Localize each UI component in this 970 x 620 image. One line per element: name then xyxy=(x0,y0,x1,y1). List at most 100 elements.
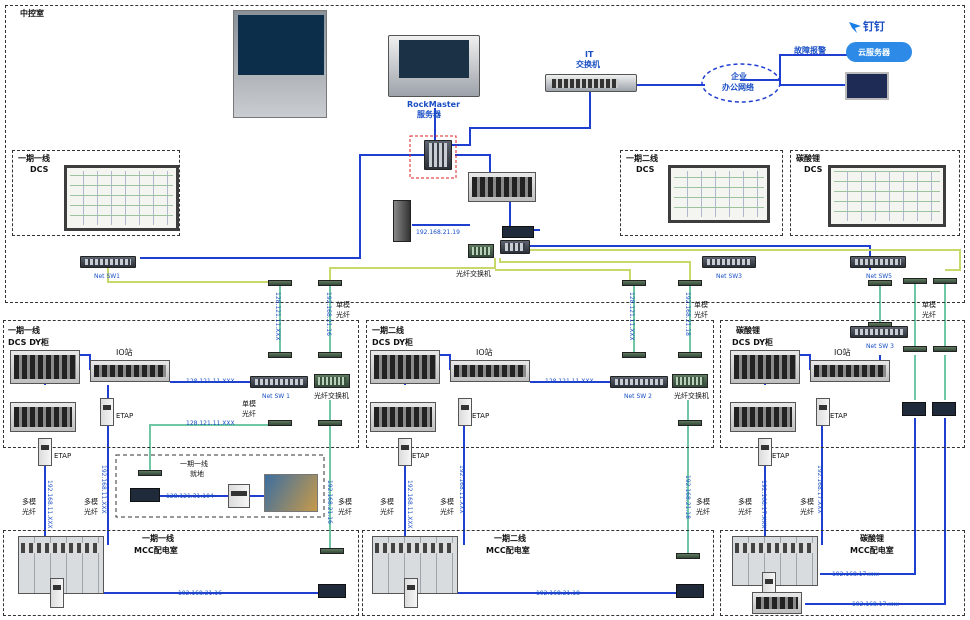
ph1l1-net-sw-label: Net SW 1 xyxy=(262,393,290,400)
li-mcc-label: 碳酸锂 xyxy=(860,534,884,543)
ph1l1-etap-1 xyxy=(100,398,114,426)
ph1l2-dy-rack-2 xyxy=(370,402,436,432)
local-box-frame xyxy=(115,454,325,518)
ph1l1-io-rack xyxy=(90,360,170,382)
li-io-rack xyxy=(810,360,890,382)
ph1l2-io-rack xyxy=(450,360,530,382)
net-sw3-top-label: Net SW3 xyxy=(716,273,742,280)
transceiver-12 xyxy=(903,346,927,352)
li-converter-2 xyxy=(932,402,956,416)
ip-128-c: 128.121.11.XXX xyxy=(545,378,594,385)
ph1l2-mcc-relay xyxy=(404,578,418,608)
ip-17-b: 192.168.17.xxx xyxy=(852,601,899,608)
local-box-sub: 就地 xyxy=(190,470,204,478)
li-dy-rack-1 xyxy=(730,350,800,384)
fiber-2: 光纤 xyxy=(694,311,708,319)
server-label: 服务器 xyxy=(417,110,441,119)
ph1l1-mcc-cabinet xyxy=(18,536,104,594)
ph1l1-singlemode: 单模 xyxy=(242,400,256,408)
ph1l1-mm-2: 多模 xyxy=(84,498,98,506)
ip-128-b: 128.121.11.XXX xyxy=(186,420,235,427)
singlemode-3: 单模 xyxy=(922,301,936,309)
fiber-switch-2-icon xyxy=(500,240,530,254)
fiber-switch-icon xyxy=(468,244,494,258)
trunk-lime-4 xyxy=(530,249,961,271)
fiber-l1-local xyxy=(149,424,275,470)
ph1l2-mmf-3: 光纤 xyxy=(696,508,710,516)
li-dcsdy-label: DCS DY柜 xyxy=(732,338,774,347)
li-mmf-2: 光纤 xyxy=(800,508,814,516)
dingtalk-label: 钉钉 xyxy=(863,20,885,33)
ph1l1-mm-1: 多模 xyxy=(22,498,36,506)
vip-21-18: 192.168.21.18 xyxy=(684,475,691,519)
vip-11-1: 192.168.11.XXX xyxy=(46,480,53,529)
net-sw5-icon xyxy=(850,256,906,268)
li-etap-1-label: ETAP xyxy=(830,412,848,420)
ph1l2-mcc-room: MCC配电室 xyxy=(486,546,530,555)
transceiver-7 xyxy=(933,278,957,284)
eth-li-17b xyxy=(805,418,946,605)
central-control-room-label: 中控室 xyxy=(20,9,44,18)
mobile-panel-icon xyxy=(845,72,889,100)
vip-17-1: 192.168.17.XXX xyxy=(760,480,767,529)
link-core-to-netsw1 xyxy=(140,154,425,259)
ph1l1-mcc-converter xyxy=(318,584,346,598)
ph1l2-io-label: IO站 xyxy=(476,348,493,357)
ph1l1-dy-rack-2 xyxy=(10,402,76,432)
link-core-to-right xyxy=(455,154,491,172)
net-sw1-icon xyxy=(80,256,136,268)
ph1l2-dcsdy-label: DCS DY柜 xyxy=(372,338,414,347)
ph1l1-mcc-relay xyxy=(50,578,64,608)
ip-17-a: 192.168.17.xxx xyxy=(832,571,879,578)
it-label: IT xyxy=(585,50,594,59)
ph1l1-fiber-switch-icon xyxy=(314,374,350,388)
it-switch-icon xyxy=(545,74,637,92)
ph1l2-dcs-zone xyxy=(620,150,783,236)
core-switch-highlight xyxy=(409,135,457,179)
rockmaster-label: RockMaster xyxy=(407,100,461,109)
vip-11-4: 192.168.11.XXX xyxy=(458,465,465,514)
ph1l1-field-label: 一期一线 xyxy=(8,326,40,335)
ph1l2-dcs-screen xyxy=(668,165,770,223)
ph1l1-etap-2-label: ETAP xyxy=(54,452,72,460)
ph1l1-field-zone xyxy=(3,320,359,448)
din-switch-icon xyxy=(393,200,411,242)
li-field-label: 碳酸锂 xyxy=(736,326,760,335)
local-box-title: 一期一线 xyxy=(180,460,208,468)
eth-li-17a xyxy=(820,418,916,575)
switch-label: 交换机 xyxy=(576,60,600,69)
ph1l1-mcc-zone xyxy=(3,530,359,616)
trunk-lime-2 xyxy=(329,258,496,282)
ph1l2-etap-2-label: ETAP xyxy=(412,452,430,460)
dingtalk-icon xyxy=(849,22,861,33)
ph1l1-dcsdy-label: DCS DY柜 xyxy=(8,338,50,347)
li-etap-2 xyxy=(758,438,772,466)
li-dcs-screen xyxy=(828,165,946,227)
ph1l2-dcs-sub: DCS xyxy=(636,165,655,174)
ph1l1-dcs-screen xyxy=(64,165,179,231)
transceiver-3 xyxy=(622,280,646,286)
li-io-label: IO站 xyxy=(834,348,851,357)
core-switch-icon xyxy=(424,140,452,170)
enterprise-network-ellipse xyxy=(701,63,781,103)
ph1l2-mmf-2: 光纤 xyxy=(440,508,454,516)
vip-11-3: 192.168.11.XXX xyxy=(406,480,413,529)
transceiver-1 xyxy=(268,280,292,286)
ph1l2-net-sw-label: Net SW 2 xyxy=(624,393,652,400)
li-field-zone xyxy=(720,320,965,448)
ph1l1-fiber: 光纤 xyxy=(242,410,256,418)
central-control-room-zone xyxy=(5,5,965,303)
ph1l2-mm-1: 多模 xyxy=(380,498,394,506)
vip-11-2: 192.168.11.XXX xyxy=(100,465,107,514)
li-dcs-sub: DCS xyxy=(804,165,823,174)
fiber-1: 光纤 xyxy=(336,311,350,319)
ph1l1-io-label: IO站 xyxy=(116,348,133,357)
transceiver-4 xyxy=(678,280,702,286)
local-site-photo xyxy=(264,474,318,512)
link-it-to-rockmaster xyxy=(445,90,591,146)
trunk-lime-3 xyxy=(499,258,691,282)
cloud-server-label: 云服务器 xyxy=(858,48,890,57)
ph1l1-mcc-room: MCC配电室 xyxy=(134,546,178,555)
ph1l2-fiber-switch-label: 光纤交换机 xyxy=(674,392,709,400)
local-converter xyxy=(130,488,160,502)
